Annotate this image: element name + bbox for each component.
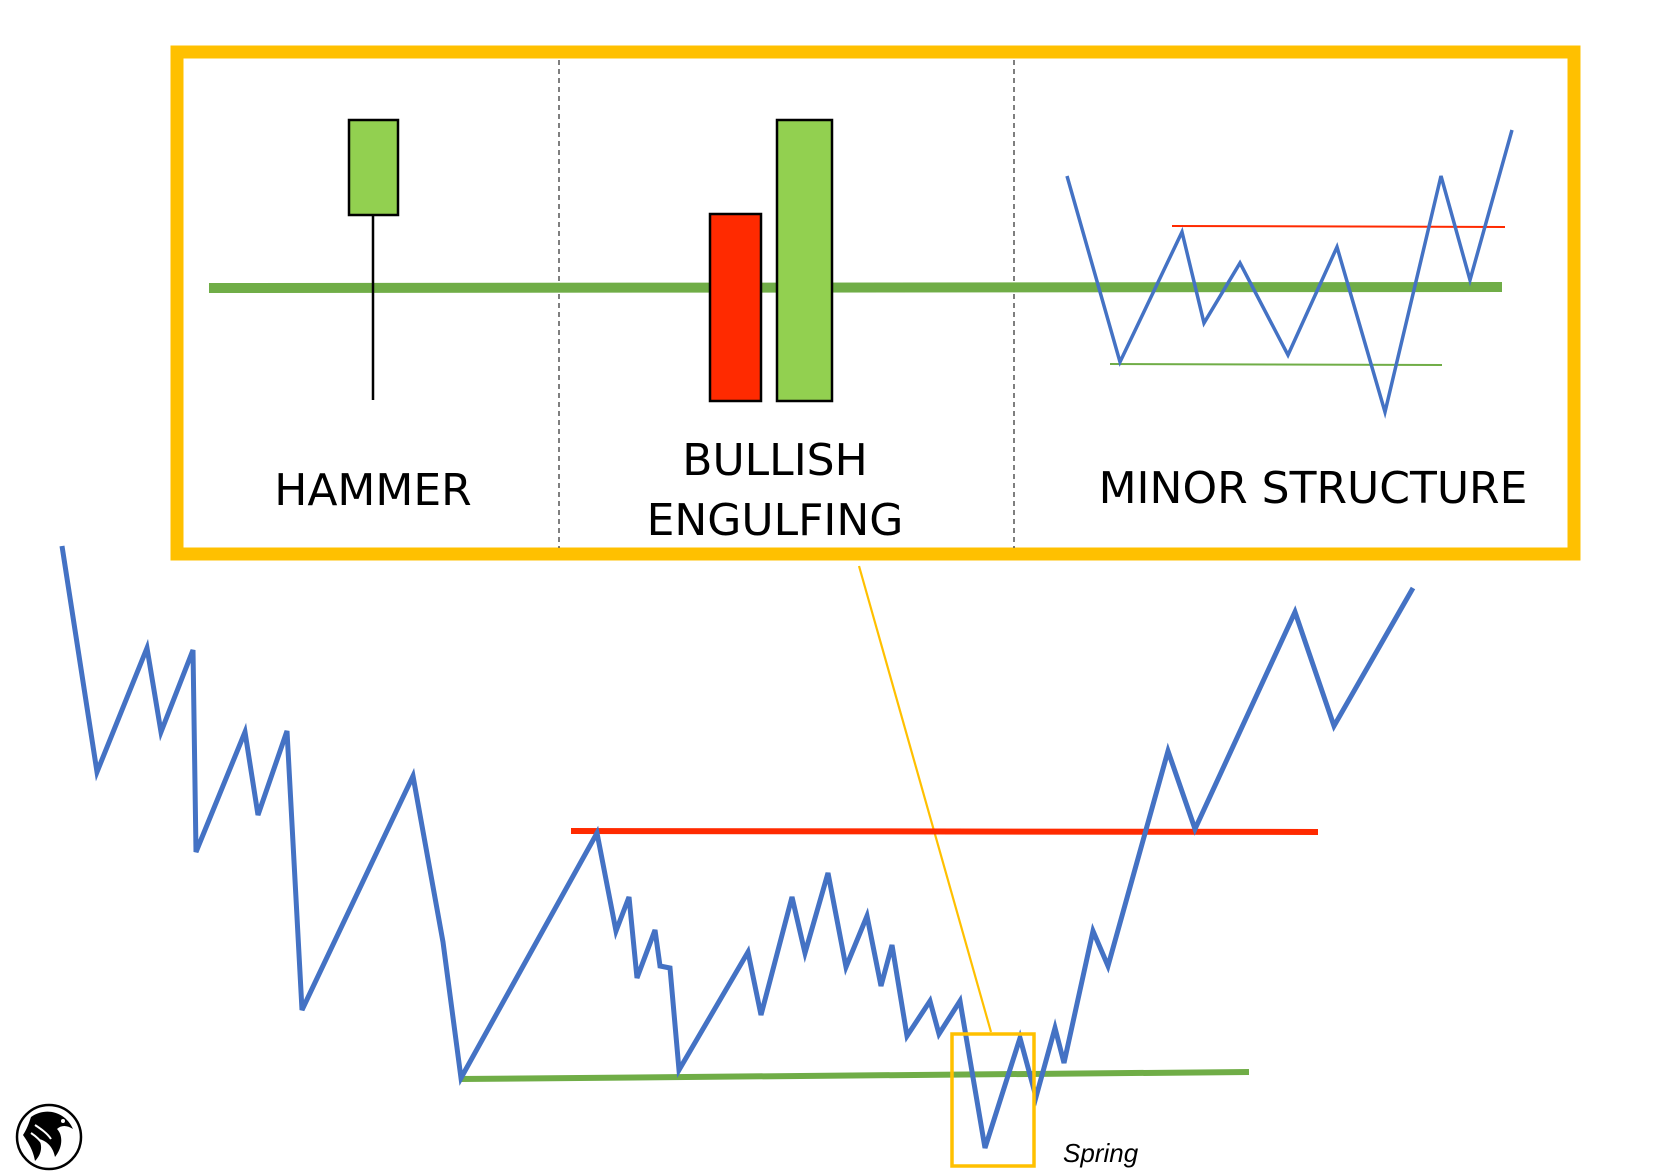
hammer-label: HAMMER: [274, 465, 471, 516]
engulfing-pattern: [708, 118, 834, 403]
engulfing-label-line1: BULLISH: [682, 435, 867, 486]
minor-structure-label: MINOR STRUCTURE: [1099, 463, 1528, 514]
panel-support-line: [208, 282, 1503, 293]
panel-frame: [170, 45, 1581, 561]
main-price-path: [59, 545, 1416, 1149]
zoom-connector-line: [857, 565, 993, 1033]
confirmation-panel: HAMMER BULLISH ENGULFING MINOR STRUCTURE: [170, 45, 1581, 561]
minor-structure: [1065, 129, 1514, 419]
minor-structure-price-path: [1065, 129, 1514, 419]
minor-resistance-line: [1171, 225, 1506, 228]
engulfing-label-line2: ENGULFING: [647, 495, 904, 546]
spring-highlight-box: [950, 1032, 1036, 1168]
hammer-candle: [347, 118, 400, 400]
range-support-line: [459, 1069, 1250, 1082]
hammer-body: [347, 118, 400, 217]
minor-support-line: [1109, 363, 1443, 366]
trading-range-chart: Spring: [59, 545, 1416, 1168]
bearish-candle: [708, 212, 763, 403]
eagle-logo-icon: [15, 1103, 83, 1171]
range-resistance-line: [570, 828, 1319, 835]
bullish-candle: [775, 118, 834, 403]
spring-label: Spring: [1063, 1138, 1139, 1168]
